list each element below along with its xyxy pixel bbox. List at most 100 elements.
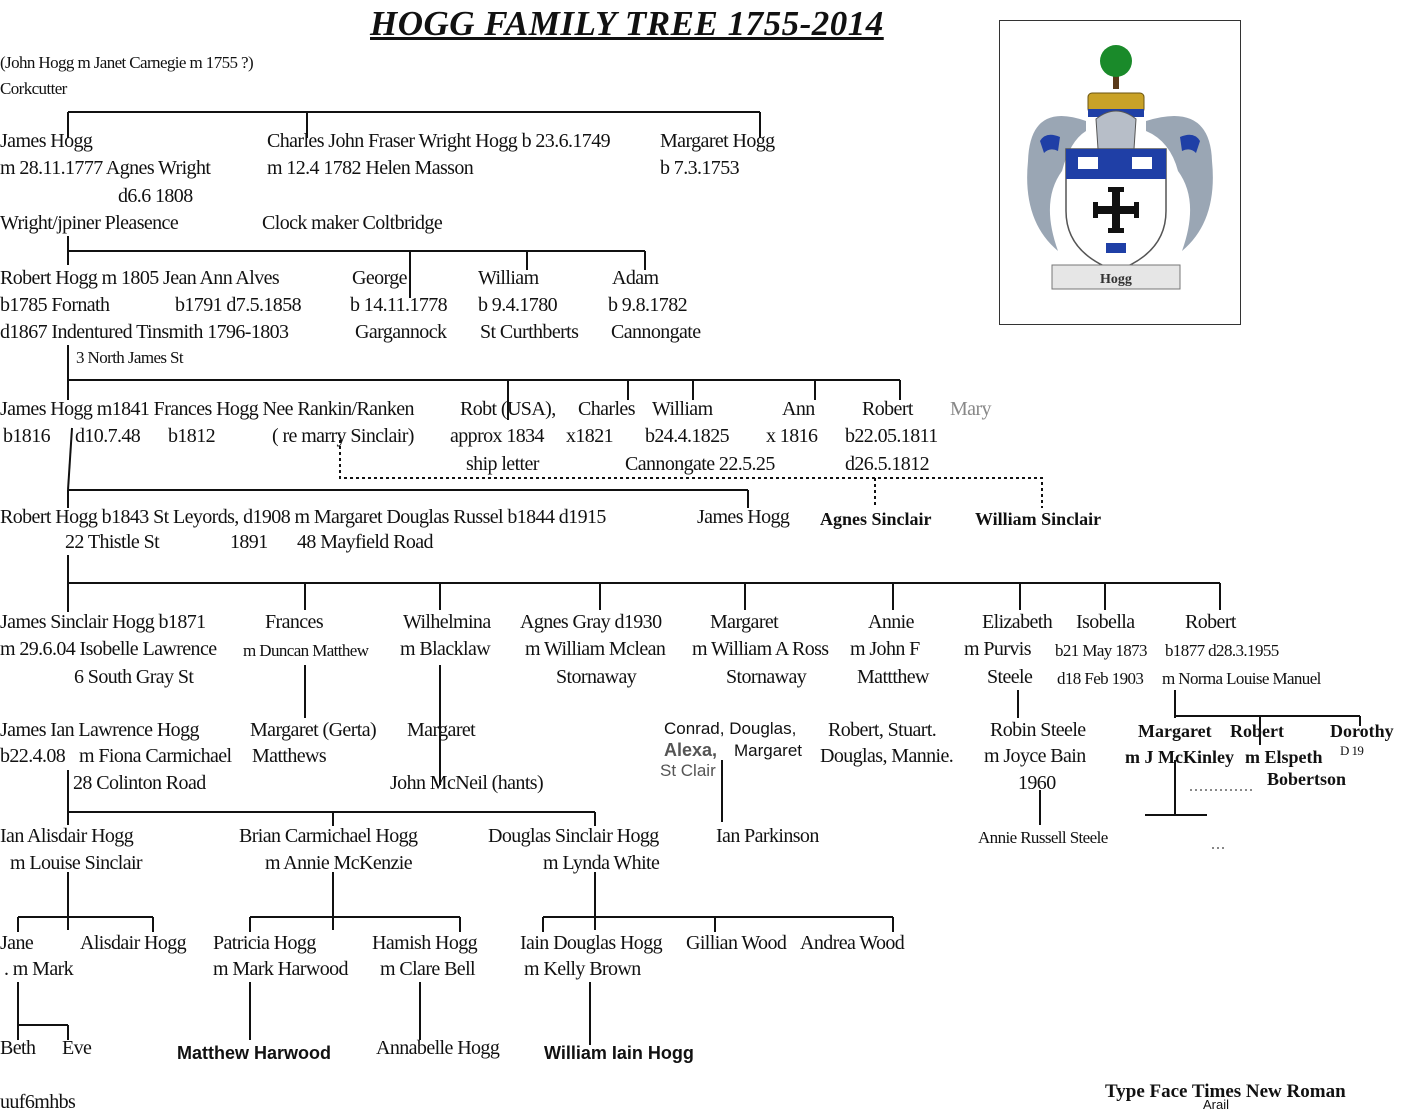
gen1-james-name: James Hogg bbox=[0, 130, 93, 152]
gen6-margaret-stclair: Margaret bbox=[734, 741, 803, 760]
gen7-ian-parkinson: Ian Parkinson bbox=[716, 825, 819, 847]
gen5-james-address: 6 South Gray St bbox=[74, 666, 194, 688]
gen4-robert-address: 22 Thistle St bbox=[65, 531, 160, 553]
gen5-isobella-birth: b21 May 1873 bbox=[1055, 641, 1148, 660]
family-crest: Hogg bbox=[999, 20, 1241, 325]
gen5-elizabeth-marriage: m Purvis bbox=[964, 638, 1031, 660]
gen5-robert-dates: b1877 d28.3.1955 bbox=[1165, 641, 1279, 660]
gen5-annie-name: Annie bbox=[868, 611, 914, 633]
gen1-margaret-birth: b 7.3.1753 bbox=[660, 157, 740, 179]
gen3-charles-birth: x1821 bbox=[566, 425, 614, 447]
gen9-beth: Beth bbox=[0, 1037, 36, 1059]
gen3-william-birth: b24.4.1825 bbox=[645, 425, 730, 447]
gen8-iain-marriage: m Kelly Brown bbox=[524, 958, 641, 980]
gen2-robert-address: 3 North James St bbox=[76, 348, 184, 367]
gen2-robert-birth: b1785 Fornath bbox=[0, 294, 110, 316]
gen2-george-place: Gargannock bbox=[355, 321, 447, 343]
gen0-line2: Corkcutter bbox=[0, 79, 67, 98]
gen3-william-place: Cannongate 22.5.25 bbox=[625, 453, 775, 475]
footer-arail: Arail bbox=[1203, 1097, 1230, 1112]
gen2-george-name: George bbox=[352, 267, 408, 289]
gen4-agnes-sinclair: Agnes Sinclair bbox=[820, 509, 932, 529]
gen3-robert-death: d26.5.1812 bbox=[845, 453, 930, 475]
gen5-wilhelmina-marriage: m Blacklaw bbox=[400, 638, 491, 660]
gen8-hamish-marriage: m Clare Bell bbox=[380, 958, 476, 980]
gen0-line1: (John Hogg m Janet Carnegie m 1755 ?) bbox=[0, 53, 254, 72]
gen6-alexa: Alexa, bbox=[664, 740, 718, 760]
gen3-robt-name: Robt (USA), bbox=[460, 398, 556, 420]
gen5-isobella-name: Isobella bbox=[1076, 611, 1135, 633]
gen8-andrea-wood: Andrea Wood bbox=[800, 932, 905, 954]
gen4-robert-address2: 48 Mayfield Road bbox=[297, 531, 434, 553]
gen7-ian-marriage: m Louise Sinclair bbox=[10, 852, 143, 874]
gen6-conrad-douglas: Conrad, Douglas, bbox=[664, 719, 797, 738]
gen7-douglas-name: Douglas Sinclair Hogg bbox=[488, 825, 659, 847]
gen3-ann-birth: x 1816 bbox=[766, 425, 818, 447]
gen4-william-sinclair: William Sinclair bbox=[975, 509, 1102, 529]
gen3-mary-name: Mary bbox=[950, 398, 992, 420]
gen1-charles-name: Charles John Fraser Wright Hogg b 23.6.1… bbox=[267, 130, 611, 152]
gen2-robert-name: Robert Hogg m 1805 Jean Ann Alves bbox=[0, 267, 280, 289]
gen8-patricia-name: Patricia Hogg bbox=[213, 932, 316, 954]
gen9-william-iain-hogg: William Iain Hogg bbox=[544, 1043, 694, 1063]
gen1-james-occupation: Wright/jpiner Pleasence bbox=[0, 212, 179, 234]
gen6-margaret-mckinley: Margaret bbox=[1138, 721, 1212, 741]
gen6-robin-marriage: m Joyce Bain bbox=[984, 745, 1086, 767]
gen8-jane-marriage: . m Mark bbox=[4, 958, 74, 980]
gen5-margaret-name: Margaret bbox=[710, 611, 779, 633]
gen6-james-name: James Ian Lawrence Hogg bbox=[0, 719, 199, 741]
gen2-adam-place: Cannongate bbox=[611, 321, 701, 343]
gen3-william-name: William bbox=[652, 398, 713, 420]
gen9-annabelle-hogg: Annabelle Hogg bbox=[376, 1037, 500, 1059]
gen5-robert-name: Robert bbox=[1185, 611, 1236, 633]
gen6-robin-steele: Robin Steele bbox=[990, 719, 1086, 741]
gen6-james-address: 28 Colinton Road bbox=[73, 772, 206, 794]
gen1-james-death: d6.6 1808 bbox=[118, 185, 193, 207]
gen5-frances-name: Frances bbox=[265, 611, 324, 633]
gen7-annie-steele: Annie Russell Steele bbox=[978, 828, 1108, 847]
gen3-james-birth: b1816 bbox=[3, 425, 51, 447]
gen5-agnes-name: Agnes Gray d1930 bbox=[520, 611, 662, 633]
gen6-margaret-blacklaw: Margaret bbox=[407, 719, 476, 741]
gen5-james-name: James Sinclair Hogg b1871 bbox=[0, 611, 206, 633]
gen1-james-marriage: m 28.11.1777 Agnes Wright bbox=[0, 157, 211, 179]
gen6-james-birth: b22.4.08 bbox=[0, 745, 66, 767]
crest-scroll-text: Hogg bbox=[1100, 272, 1132, 287]
gen3-robt-birth: approx 1834 bbox=[450, 425, 545, 447]
gen3-frances-birth: b1812 bbox=[168, 425, 216, 447]
gen8-patricia-marriage: m Mark Harwood bbox=[213, 958, 349, 980]
gen6-john-mcneil: John McNeil (hants) bbox=[390, 772, 544, 794]
gen4-robert-name: Robert Hogg b1843 St Leyords, d1908 m Ma… bbox=[0, 506, 606, 528]
gen8-iain-name: Iain Douglas Hogg bbox=[520, 932, 663, 954]
gen2-jean-dates: b1791 d7.5.1858 bbox=[175, 294, 302, 316]
gen8-hamish-name: Hamish Hogg bbox=[372, 932, 478, 954]
gen2-william-name: William bbox=[478, 267, 539, 289]
gen3-james-name: James Hogg m1841 Frances Hogg Nee Rankin… bbox=[0, 398, 415, 420]
gen2-adam-name: Adam bbox=[612, 267, 659, 289]
gen4-robert-year: 1891 bbox=[230, 531, 268, 553]
gen9-matthew-harwood: Matthew Harwood bbox=[177, 1043, 332, 1063]
gen8-gillian-wood: Gillian Wood bbox=[686, 932, 787, 954]
gen5-annie-marriage: m John F bbox=[850, 638, 920, 660]
gen5-james-marriage: m 29.6.04 Isobelle Lawrence bbox=[0, 638, 217, 660]
gen6-mckinley-marriage: m J McKinley bbox=[1125, 747, 1234, 767]
gen5-annie-surname: Mattthew bbox=[857, 666, 929, 688]
gen6-margaret-surname: Matthews bbox=[252, 745, 327, 767]
gen7-douglas-marriage: m Lynda White bbox=[543, 852, 660, 874]
gen6-dorothy: Dorothy bbox=[1330, 721, 1394, 741]
gen3-ann-name: Ann bbox=[782, 398, 815, 420]
gen1-charles-occupation: Clock maker Coltbridge bbox=[262, 212, 443, 234]
gen6-stclair: St Clair bbox=[660, 761, 716, 780]
footer-code: uuf6mhbs bbox=[0, 1091, 76, 1113]
gen7-ian-name: Ian Alisdair Hogg bbox=[0, 825, 134, 847]
gen5-elizabeth-surname: Steele bbox=[987, 666, 1033, 688]
gen3-charles-name: Charles bbox=[578, 398, 636, 420]
gen5-margaret-place: Stornaway bbox=[726, 666, 807, 688]
gen1-margaret-name: Margaret Hogg bbox=[660, 130, 775, 152]
gen3-robert-name: Robert bbox=[862, 398, 913, 420]
footer-typeface: Type Face Times New Roman bbox=[1105, 1081, 1346, 1102]
gen3-frances-remarry: ( re marry Sinclair) bbox=[272, 425, 414, 447]
gen5-agnes-marriage: m William Mclean bbox=[525, 638, 666, 660]
gen3-robt-note: ship letter bbox=[466, 453, 539, 475]
